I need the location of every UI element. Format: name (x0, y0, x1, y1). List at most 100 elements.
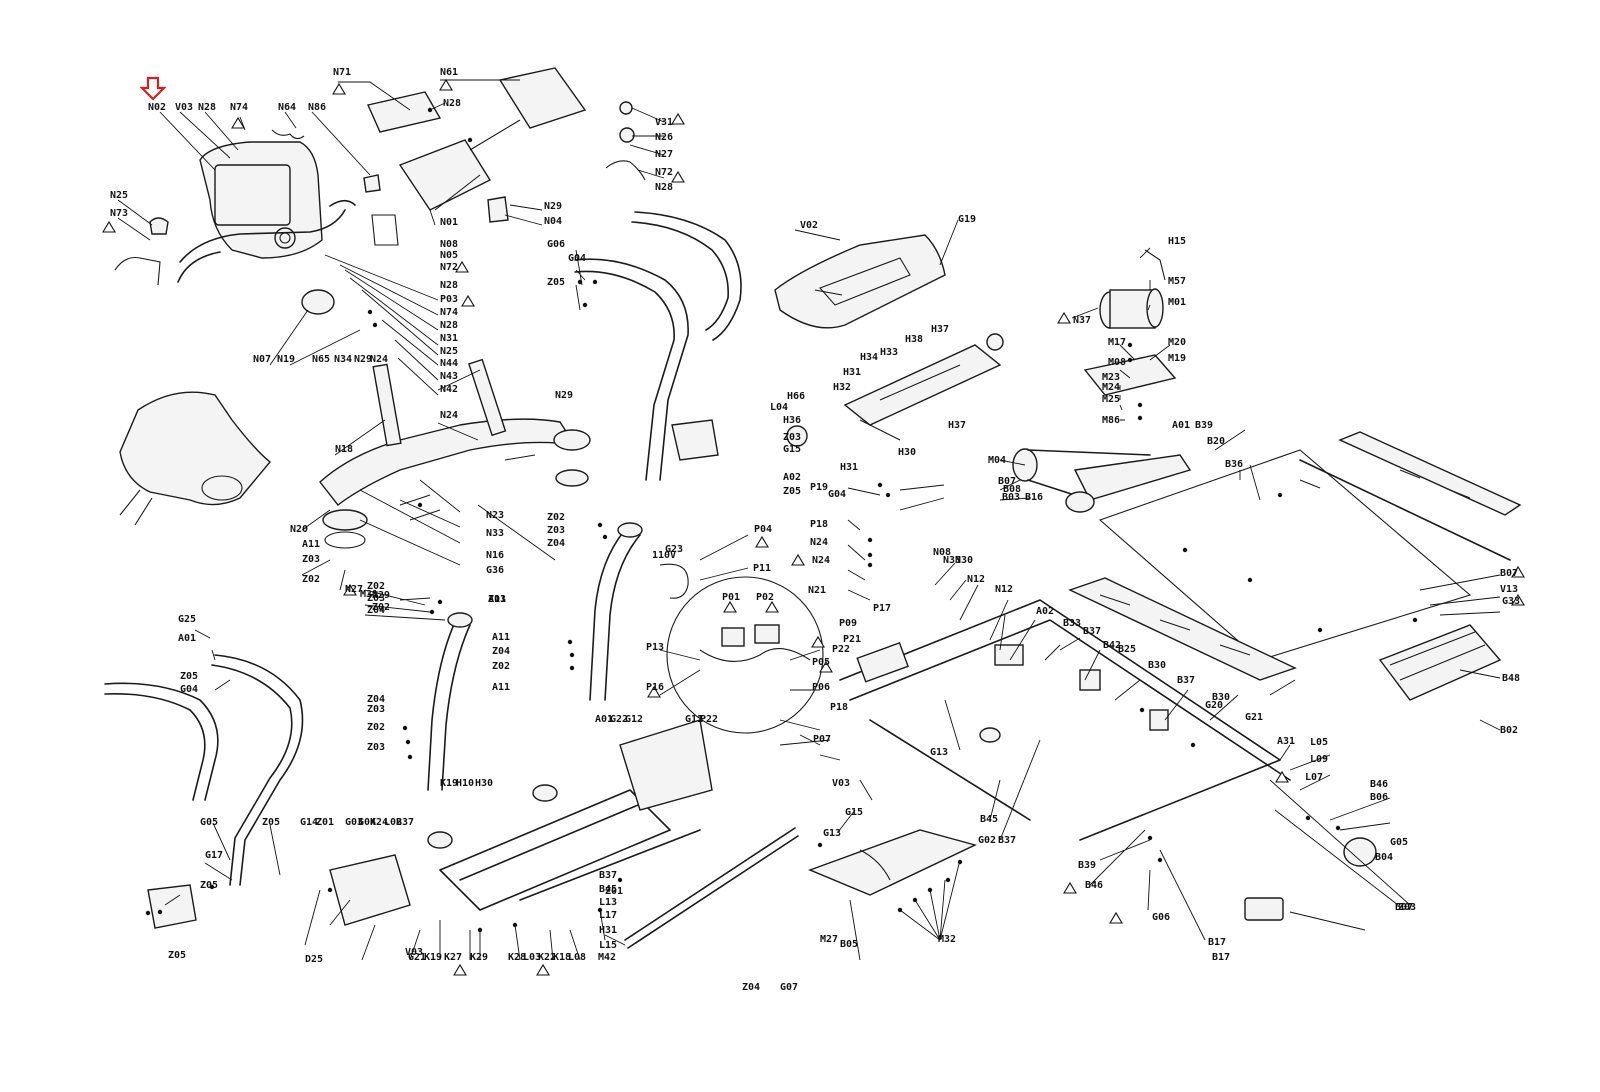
part-callout-label: B37 (1177, 675, 1195, 686)
voltage-note: 110V (652, 550, 676, 561)
part-callout-label: G04 (180, 684, 198, 695)
part-callout-label: N29 (555, 390, 573, 401)
part-callout-label: Z02 (367, 722, 385, 733)
part-callout-label: N27 (345, 584, 363, 595)
part-callout-label: N01 (440, 217, 458, 228)
part-callout-label: L09 (1310, 754, 1328, 765)
part-callout-label: N28 (655, 182, 673, 193)
part-callout-label: Z03 (547, 525, 565, 536)
part-callout-label: B06 (1370, 792, 1388, 803)
part-callout-label: N73 (110, 208, 128, 219)
part-callout-label: N74 (440, 307, 458, 318)
part-callout-label: N20 (290, 524, 308, 535)
part-callout-label: K28 (508, 952, 526, 963)
part-callout-label: P18 (830, 702, 848, 713)
part-callout-label: G11 (685, 714, 703, 725)
part-callout-label: N04 (544, 216, 562, 227)
part-callout-label: B45 (599, 884, 617, 895)
part-callout-label: N18 (335, 444, 353, 455)
part-callout-label: L05 (1310, 737, 1328, 748)
part-callout-label: B45 (980, 814, 998, 825)
part-callout-label: N25 (110, 190, 128, 201)
part-callout-label: Z02 (367, 581, 385, 592)
part-callout-label: N07 (253, 354, 271, 365)
part-callout-label: P11 (753, 563, 771, 574)
part-callout-label: N08 (440, 239, 458, 250)
part-callout-label: G13 (930, 747, 948, 758)
part-callout-label: H15 (1168, 236, 1186, 247)
motor-shroud-left (119, 391, 271, 526)
part-callout-label: B20 (1207, 436, 1225, 447)
part-callout-label: B08 (1003, 484, 1021, 495)
part-callout-label: M86 (1102, 415, 1120, 426)
part-callout-label: B07 (1500, 568, 1518, 579)
part-callout-label: G36 (486, 565, 504, 576)
part-callout-label: N29 (372, 590, 390, 601)
part-callout-label: Z04 (367, 694, 385, 705)
part-callout-label: Z02 (547, 512, 565, 523)
uprights (427, 522, 643, 791)
part-callout-label: N12 (995, 584, 1013, 595)
handlebar-yoke (319, 358, 591, 549)
part-callout-label: H30 (475, 778, 493, 789)
part-callout-label: G03 (345, 817, 363, 828)
part-callout-label: B42 (1103, 640, 1121, 651)
part-callout-label: P18 (810, 519, 828, 530)
part-callout-label: M24 (1102, 382, 1120, 393)
handrail-left (104, 654, 304, 886)
part-callout-label: G14 (300, 817, 318, 828)
part-callout-label: N30 (955, 555, 973, 566)
part-callout-label: N37 (1073, 315, 1091, 326)
part-callout-label: N31 (440, 333, 458, 344)
part-callout-label: Z02 (492, 661, 510, 672)
part-callout-label: N29 (354, 354, 372, 365)
part-callout-label: Z02 (302, 574, 320, 585)
part-callout-label: B37 (396, 817, 414, 828)
part-callout-label: B25 (1118, 644, 1136, 655)
part-callout-label: H36 (783, 415, 801, 426)
part-callout-label: K24 (370, 817, 388, 828)
part-callout-label: A11 (302, 539, 320, 550)
part-callout-label: Z04 (367, 605, 385, 616)
part-callout-label: A11 (492, 682, 510, 693)
part-callout-label: P19 (810, 482, 828, 493)
part-callout-label: G02 (978, 835, 996, 846)
part-callout-label: N72 (440, 262, 458, 273)
warning-icons (102, 78, 1525, 976)
part-callout-label: P16 (646, 682, 664, 693)
part-callout-label: N12 (967, 574, 985, 585)
part-callout-label: V03 (832, 778, 850, 789)
rear-guard (624, 827, 1377, 949)
part-callout-label: K27 (444, 952, 462, 963)
part-callout-label: N64 (278, 102, 296, 113)
part-callout-label: H34 (860, 352, 878, 363)
part-callout-label: K19 (424, 952, 442, 963)
console-assembly (114, 129, 399, 315)
part-callout-label: P02 (756, 592, 774, 603)
part-callout-label: N24 (810, 537, 828, 548)
part-callout-label: B03 (1002, 492, 1020, 503)
part-callout-label: N72 (655, 167, 673, 178)
part-callout-label: G06 (1152, 912, 1170, 923)
part-callout-label: K18 (553, 952, 571, 963)
part-callout-label: G07 (780, 982, 798, 993)
part-callout-label: L08 (568, 952, 586, 963)
part-callout-label: N24 (812, 555, 830, 566)
part-callout-label: G19 (958, 214, 976, 225)
part-callout-label: Z05 (547, 277, 565, 288)
part-callout-label: H37 (931, 324, 949, 335)
part-callout-label: B33 (1063, 618, 1081, 629)
part-callout-label: Z04 (492, 646, 510, 657)
part-callout-label: G17 (205, 850, 223, 861)
part-callout-label: A02 (1036, 606, 1054, 617)
part-callout-label: N21 (808, 585, 826, 596)
part-callout-label: H37 (948, 420, 966, 431)
part-callout-label: Z03 (488, 594, 506, 605)
part-callout-label: K29 (470, 952, 488, 963)
part-callout-label: H31 (599, 925, 617, 936)
part-callout-label: N08 (933, 547, 951, 558)
part-callout-label: A11 (492, 632, 510, 643)
control-board-plates (367, 67, 646, 223)
part-callout-label: N24 (440, 410, 458, 421)
part-callout-label: L07 (1305, 772, 1323, 783)
